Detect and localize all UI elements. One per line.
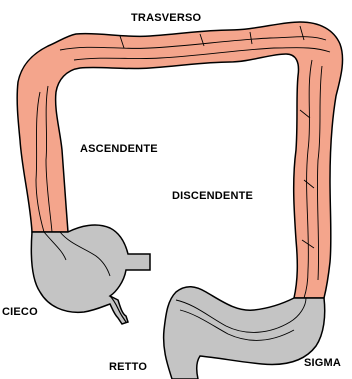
label-cieco: CIECO: [2, 306, 38, 318]
label-trasverso: TRASVERSO: [131, 12, 201, 24]
label-sigma: SIGMA: [304, 357, 341, 369]
sigma-retto-section: [164, 287, 325, 379]
label-discendente: DISCENDENTE: [172, 190, 253, 202]
label-ascendente: ASCENDENTE: [80, 143, 158, 155]
label-retto: RETTO: [109, 361, 147, 373]
cieco-section: [31, 225, 150, 324]
